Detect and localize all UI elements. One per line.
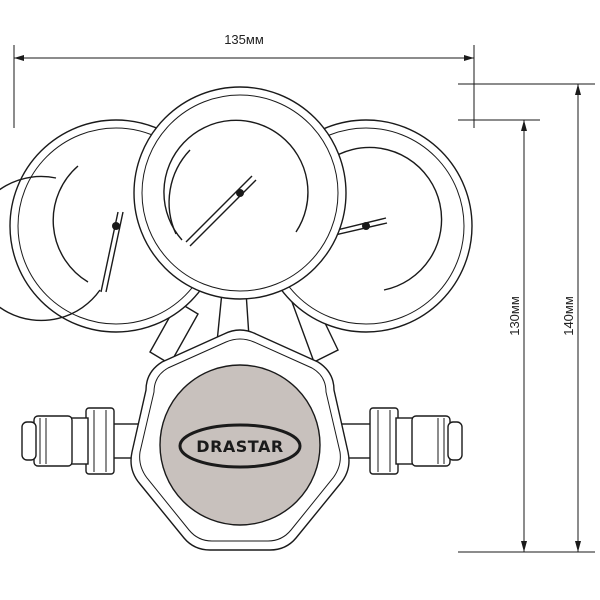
height-inner-label: 130мм (507, 296, 522, 336)
right-connector (335, 407, 463, 475)
regulator-body (130, 329, 350, 551)
height-dimension: 130мм 140мм (458, 83, 595, 553)
center-gauge-pivot (236, 189, 244, 197)
right-gauge-pivot (362, 222, 370, 230)
brand-logo: DRASTAR (178, 423, 302, 469)
brand-logo-text: DRASTAR (196, 437, 283, 456)
body-face (159, 364, 321, 526)
left-gauge-pivot (112, 222, 120, 230)
width-dimension: 135мм (13, 32, 475, 128)
height-outer-label: 140мм (561, 296, 576, 336)
center-gauge (133, 86, 347, 300)
width-label: 135мм (224, 32, 264, 47)
